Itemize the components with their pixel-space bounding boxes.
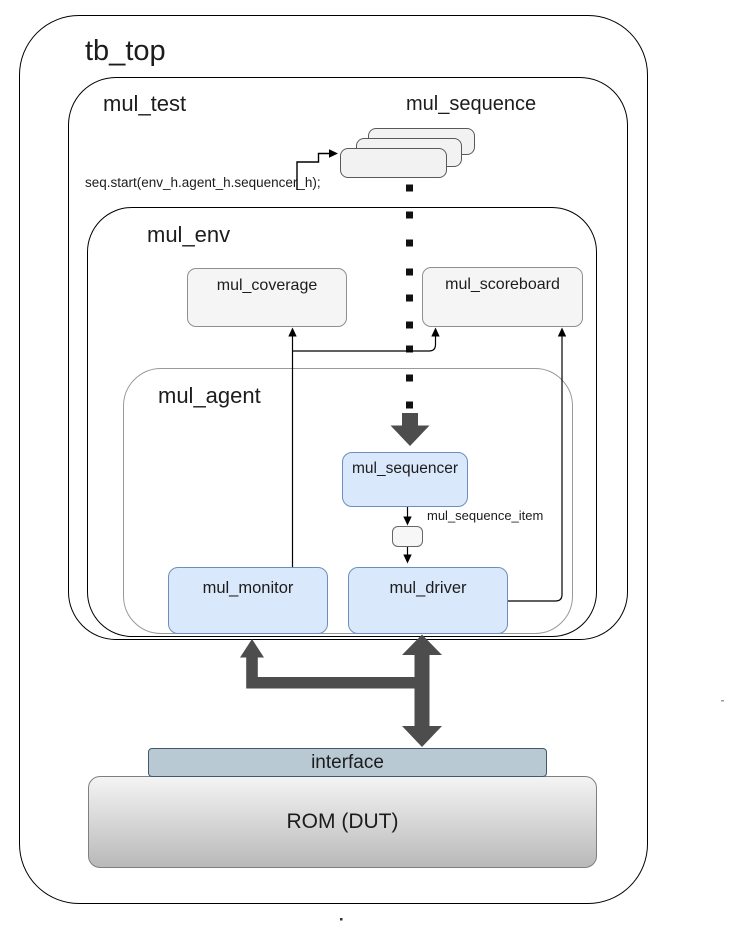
rom-dut-node: ROM (DUT) — [88, 776, 597, 868]
mul-monitor-node: mul_monitor — [168, 567, 328, 634]
mul-driver-label: mul_driver — [389, 579, 467, 597]
stray-dot — [721, 700, 724, 702]
mul-scoreboard-label: mul_scoreboard — [445, 276, 560, 293]
mul-coverage-label: mul_coverage — [216, 277, 318, 294]
interface-label: interface — [311, 751, 384, 773]
mul-sequence-item-label: mul_sequence_item — [427, 508, 544, 523]
mul-agent-label: mul_agent — [158, 383, 261, 408]
mul-driver-node: mul_driver — [348, 567, 508, 634]
mul-sequence-label: mul_sequence — [406, 93, 537, 115]
stray-dot — [340, 918, 343, 921]
mul-sequence-card — [340, 148, 447, 178]
tb-top-label: tb_top — [85, 35, 166, 67]
mul-agent-container — [123, 368, 573, 634]
mul-sequence-item-node — [392, 526, 423, 547]
mul-test-label: mul_test — [103, 91, 187, 116]
mul-env-label: mul_env — [147, 222, 231, 247]
mul-monitor-label: mul_monitor — [202, 579, 294, 597]
mul-scoreboard-node: mul_scoreboard — [422, 267, 583, 327]
interface-node: interface — [148, 748, 547, 777]
mul-sequencer-node: mul_sequencer — [342, 452, 468, 507]
mul-sequencer-label: mul_sequencer — [352, 460, 458, 477]
tb-top-container — [19, 15, 648, 904]
rom-dut-label: ROM (DUT) — [286, 810, 399, 833]
seq-start-annotation: seq.start(env_h.agent_h.sequencer_h); — [85, 175, 321, 190]
mul-coverage-node: mul_coverage — [187, 268, 347, 327]
mul-env-container — [87, 207, 597, 637]
